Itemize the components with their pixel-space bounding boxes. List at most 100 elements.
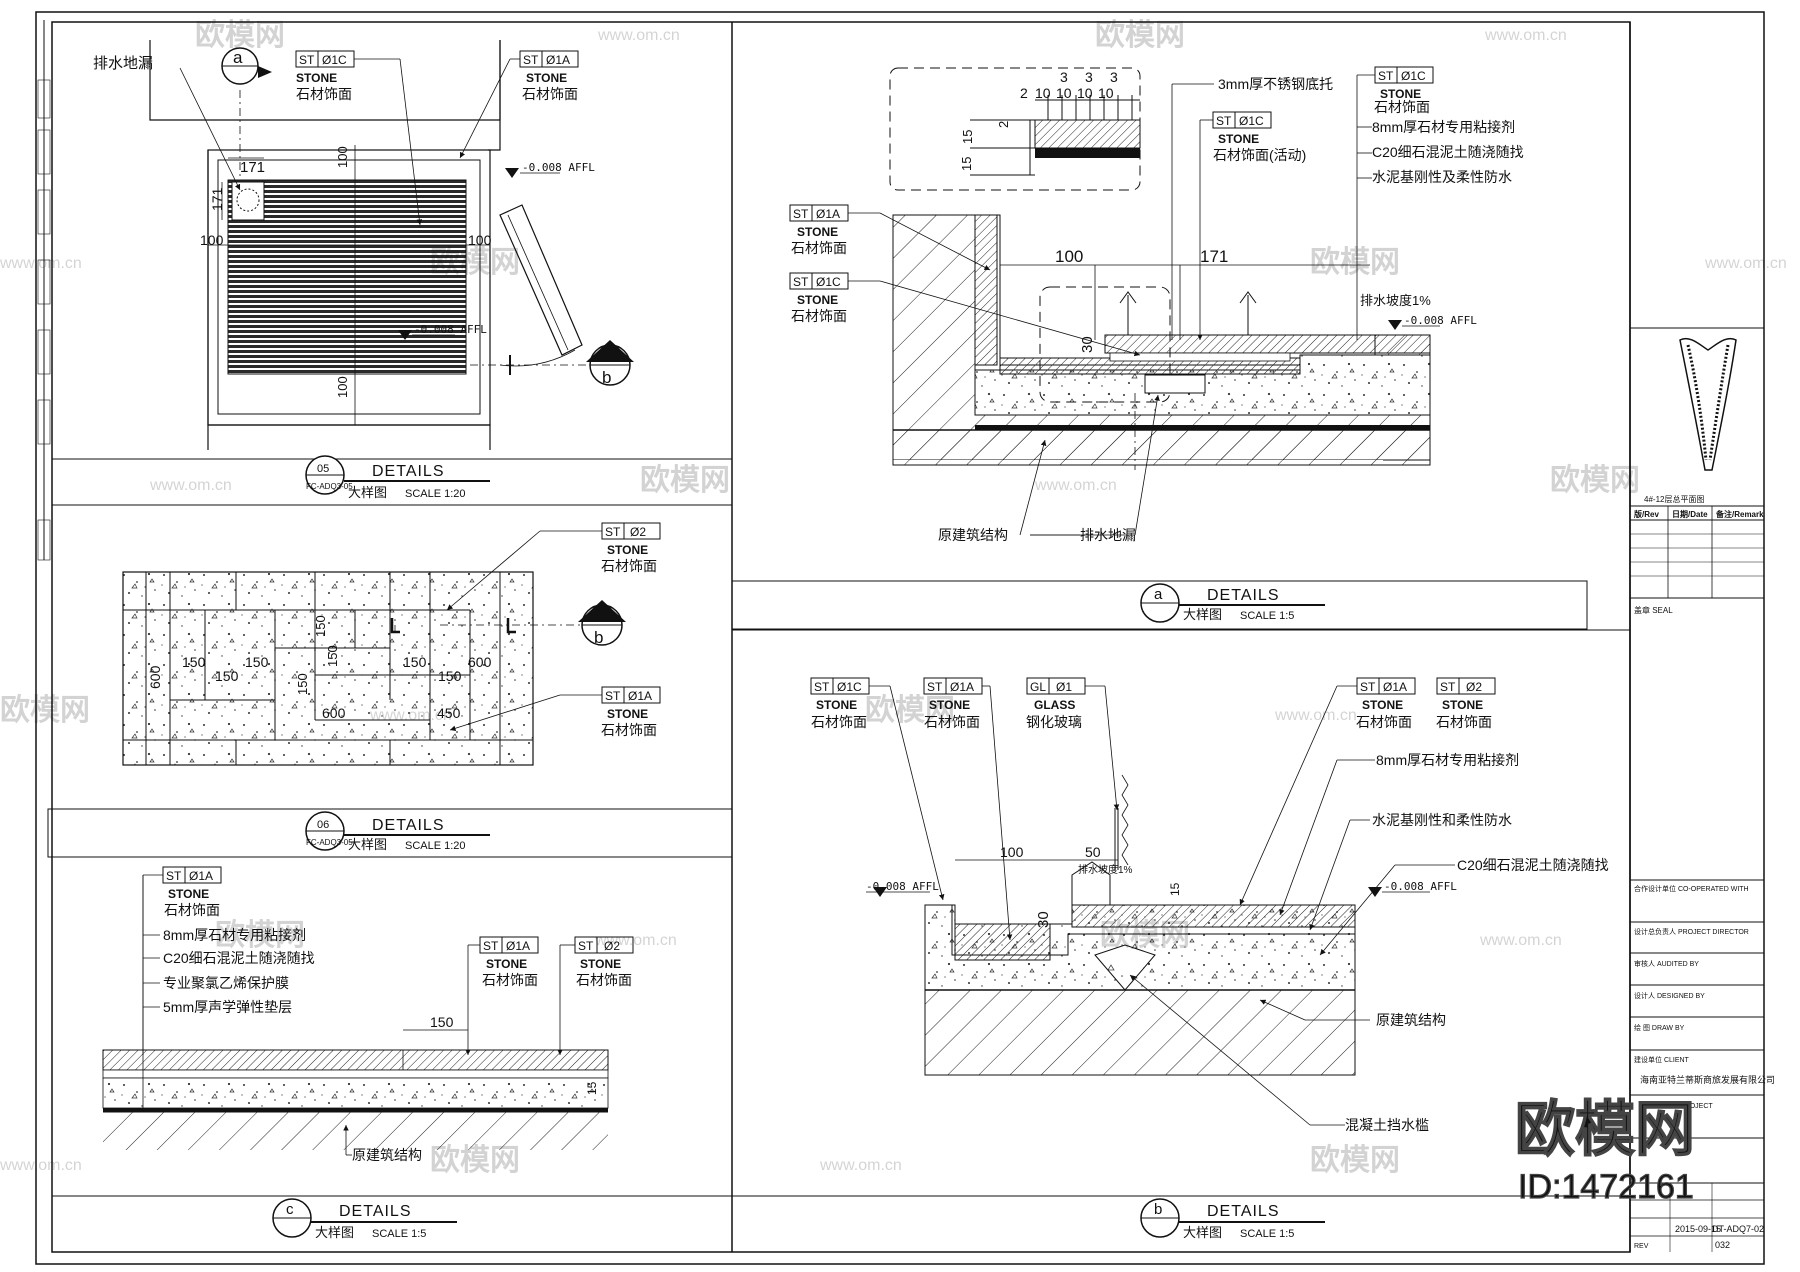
svg-text:ST: ST: [793, 275, 809, 289]
tag-b-gl01: GL Ø1 GLASS 钢化玻璃: [1026, 677, 1120, 811]
svg-text:15: 15: [960, 130, 975, 144]
detail-06-paving: 150 150 150 150 150 150 150 150 600 600 …: [122, 522, 661, 766]
svg-text:ST: ST: [1440, 680, 1456, 694]
dim-05-1: 171: [240, 159, 265, 176]
note-b-curb: 混凝土挡水槛: [1345, 1117, 1429, 1133]
svg-text:www.om.cn: www.om.cn: [1034, 477, 1117, 494]
svg-text:www.om.cn: www.om.cn: [1484, 27, 1567, 44]
svg-text:SCALE 1:5: SCALE 1:5: [372, 1228, 426, 1240]
level-b-right: -0.008 AFFL: [1384, 880, 1457, 893]
svg-text:www.om.cn: www.om.cn: [597, 27, 680, 44]
key-plan-icon: [1679, 338, 1737, 471]
svg-text:大样图: 大样图: [348, 837, 387, 852]
svg-text:石材饰面: 石材饰面: [601, 558, 657, 574]
dim-05-4: 100: [468, 232, 492, 248]
svg-text:30: 30: [1035, 911, 1052, 928]
svg-text:SCALE 1:20: SCALE 1:20: [405, 488, 466, 500]
svg-text:备注/Remark: 备注/Remark: [1715, 509, 1764, 519]
svg-text:大样图: 大样图: [315, 1225, 354, 1240]
svg-text:www.om.cn: www.om.cn: [149, 477, 232, 494]
detail-06-label: DETAILS: [372, 817, 445, 834]
svg-text:ST: ST: [523, 53, 539, 67]
svg-text:100: 100: [1000, 844, 1024, 860]
level-b-left: -0.008 AFFL: [866, 880, 939, 893]
svg-text:欧模网: 欧模网: [430, 1144, 520, 1177]
detail-05-label: DETAILS: [372, 463, 445, 480]
svg-text:150: 150: [313, 615, 328, 637]
svg-text:150: 150: [438, 668, 462, 684]
svg-text:ST: ST: [483, 939, 499, 953]
detail-b-label: DETAILS: [1207, 1203, 1280, 1220]
tag-c-st01a: ST Ø1A STONE 石材饰面: [162, 866, 222, 918]
svg-text:30: 30: [1079, 336, 1096, 353]
detail-title-06: 06 FC-ADQ3-05 DETAILS 大样图 SCALE 1:20: [305, 811, 490, 852]
svg-text:石材饰面: 石材饰面: [601, 722, 657, 738]
svg-text:www.om.cn: www.om.cn: [0, 255, 82, 272]
svg-text:欧模网: 欧模网: [1095, 19, 1185, 52]
svg-text:ST: ST: [578, 939, 594, 953]
tag-b-st02: ST Ø2 STONE 石材饰面: [1436, 677, 1496, 730]
detail-title-c: c DETAILS 大样图 SCALE 1:5: [272, 1198, 457, 1240]
tag-c-st01a-2: ST Ø1A STONE 石材饰面: [465, 936, 539, 1055]
svg-text:171: 171: [1200, 247, 1228, 266]
title-page: 032: [1715, 1240, 1730, 1250]
svg-text:ST: ST: [927, 680, 943, 694]
note-b-waterproof: 水泥基刚性和柔性防水: [1372, 812, 1512, 828]
svg-text:Ø1: Ø1: [1056, 680, 1072, 694]
callout-a-letter: a: [233, 48, 243, 67]
note-c-c20: C20细石混泥土随浇随找: [163, 950, 315, 966]
svg-text:石材饰面: 石材饰面: [164, 902, 220, 918]
note-a-c20: C20细石混泥土随浇随找: [1372, 144, 1524, 160]
svg-text:b: b: [1154, 1201, 1162, 1218]
note-a-drain: 排水地漏: [1080, 527, 1136, 543]
svg-text:大样图: 大样图: [348, 485, 387, 500]
svg-text:ST: ST: [605, 525, 621, 539]
svg-text:海南亚特兰蒂斯商旅发展有限公司: 海南亚特兰蒂斯商旅发展有限公司: [1640, 1074, 1775, 1085]
tag-05-st01a: ST Ø1A STONE 石材饰面: [459, 50, 579, 159]
svg-text:欧模网: 欧模网: [1310, 246, 1400, 279]
svg-text:设计人 DESIGNED BY: 设计人 DESIGNED BY: [1634, 991, 1705, 1000]
svg-text:审核人 AUDITED BY: 审核人 AUDITED BY: [1634, 959, 1699, 968]
svg-text:绘 图 DRAW BY: 绘 图 DRAW BY: [1634, 1023, 1685, 1032]
svg-text:150: 150: [295, 673, 310, 695]
svg-text:GL: GL: [1030, 680, 1046, 694]
svg-text:STONE: STONE: [580, 957, 621, 971]
svg-text:STONE: STONE: [1442, 698, 1483, 712]
left-margin-notes: [37, 20, 51, 561]
svg-text:www.om.cn: www.om.cn: [594, 932, 677, 949]
tag-a-st01c-move: ST Ø1C STONE 石材饰面(活动): [1197, 111, 1306, 340]
note-a-structure: 原建筑结构: [938, 527, 1008, 543]
svg-text:石材饰面: 石材饰面: [1374, 99, 1430, 115]
svg-text:150: 150: [403, 654, 427, 670]
svg-text:ST: ST: [1360, 680, 1376, 694]
title-block: 4#-12层总平面图 版/Rev 日期/Date 备注/Remark 盖章 SE…: [1630, 327, 1775, 1252]
svg-text:石材饰面: 石材饰面: [296, 86, 352, 102]
note-b-slope: 排水坡度1%: [1078, 863, 1133, 876]
svg-text:www.om.cn: www.om.cn: [369, 707, 452, 724]
svg-text:STONE: STONE: [486, 957, 527, 971]
key-plan-caption: 4#-12层总平面图: [1644, 494, 1704, 504]
title-strip-a: [731, 580, 1588, 630]
svg-text:ST: ST: [1216, 114, 1232, 128]
svg-text:15: 15: [1168, 882, 1182, 896]
svg-text:石材饰面: 石材饰面: [924, 714, 980, 730]
note-drain-05: 排水地漏: [93, 55, 153, 72]
svg-text:Ø1A: Ø1A: [816, 207, 840, 221]
note-c-adhesive: 8mm厚石材专用粘接剂: [163, 927, 306, 943]
svg-text:www.om.cn: www.om.cn: [0, 1157, 82, 1174]
svg-text:3: 3: [1110, 69, 1118, 85]
svg-text:Ø1A: Ø1A: [628, 689, 652, 703]
note-c-pe: 专业聚氯乙烯保护膜: [163, 975, 289, 991]
level-05-top: -0.008 AFFL: [522, 161, 595, 174]
svg-text:15: 15: [585, 1081, 599, 1095]
svg-text:ST: ST: [814, 680, 830, 694]
svg-text:10: 10: [1098, 85, 1114, 101]
svg-text:450: 450: [437, 705, 461, 721]
svg-text:Ø1A: Ø1A: [546, 53, 570, 67]
svg-text:ST: ST: [166, 869, 182, 883]
svg-text:欧模网: 欧模网: [865, 694, 955, 727]
svg-text:欧模网: 欧模网: [430, 246, 520, 279]
dim-05-3: 100: [200, 232, 224, 248]
svg-text:Ø1C: Ø1C: [1401, 69, 1426, 83]
